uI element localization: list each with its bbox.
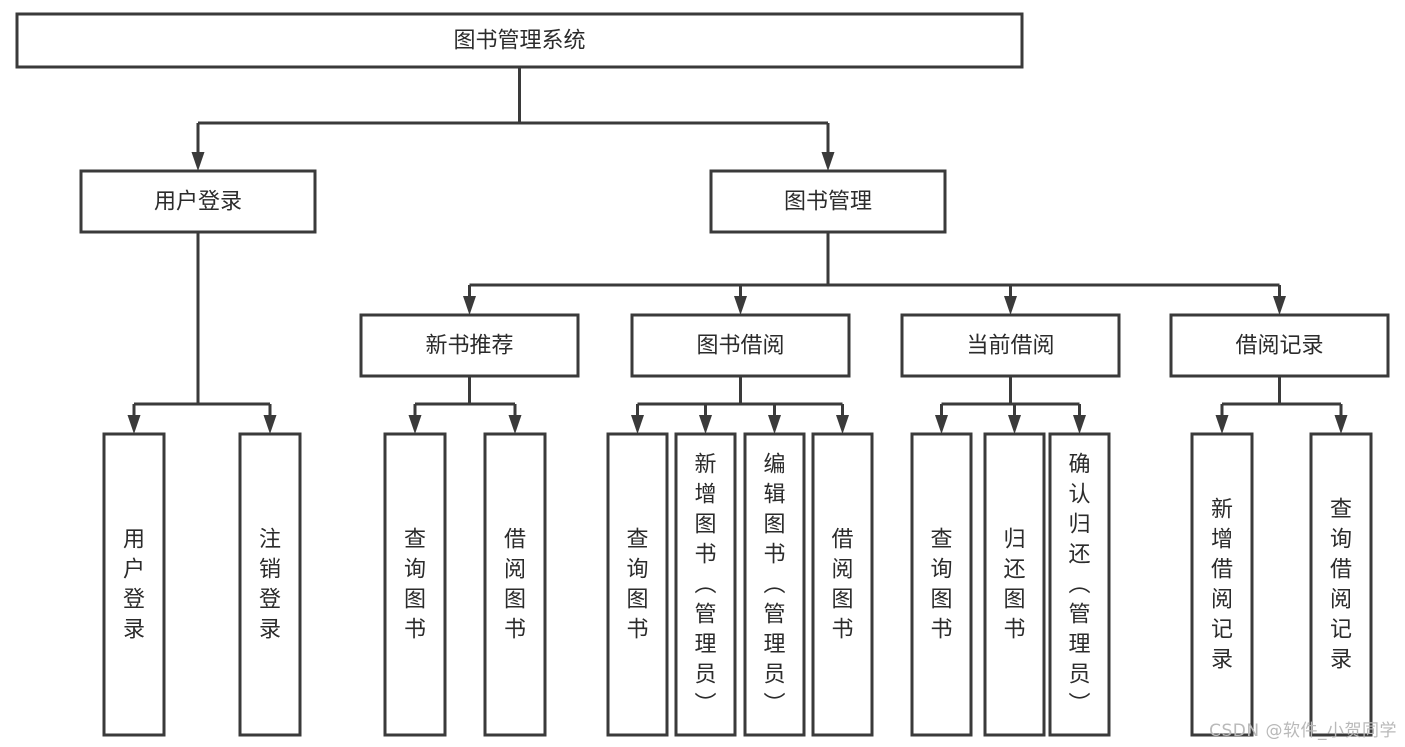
node-label-leaf-nb-query: 查询图书 bbox=[404, 528, 426, 643]
node-label-leaf-user-logout: 注销登录 bbox=[259, 528, 281, 643]
node-login[interactable]: 用户登录 bbox=[79, 169, 317, 234]
node-box-root bbox=[15, 12, 1024, 69]
node-box-leaf-cb-query bbox=[910, 432, 973, 737]
node-box-current bbox=[900, 313, 1121, 378]
node-leaf-rec-query[interactable]: 查询借阅记录 bbox=[1309, 432, 1373, 737]
node-leaf-nb-borrow[interactable]: 借阅图书 bbox=[483, 432, 547, 737]
node-box-bookmgmt bbox=[709, 169, 947, 234]
node-records[interactable]: 借阅记录 bbox=[1169, 313, 1390, 378]
node-box-leaf-cb-return bbox=[983, 432, 1046, 737]
node-label-leaf-bb-edit: 编辑图书︵管理员︶ bbox=[763, 453, 785, 718]
node-label-bookmgmt: 图书管理 bbox=[784, 190, 872, 215]
node-newbook[interactable]: 新书推荐 bbox=[359, 313, 580, 378]
connector-group-login bbox=[127, 232, 277, 434]
node-box-leaf-bb-add bbox=[674, 432, 737, 737]
node-root[interactable]: 图书管理系统 bbox=[15, 12, 1024, 69]
node-label-login: 用户登录 bbox=[154, 190, 242, 215]
node-label-leaf-bb-query: 查询图书 bbox=[626, 528, 648, 643]
node-leaf-nb-query[interactable]: 查询图书 bbox=[383, 432, 447, 737]
node-label-borrow: 图书借阅 bbox=[696, 334, 784, 359]
connector-group-current bbox=[935, 376, 1086, 434]
node-leaf-bb-edit[interactable]: 编辑图书︵管理员︶ bbox=[743, 432, 806, 737]
node-label-leaf-cb-query: 查询图书 bbox=[930, 528, 952, 643]
node-borrow[interactable]: 图书借阅 bbox=[630, 313, 851, 378]
node-leaf-user-logout[interactable]: 注销登录 bbox=[238, 432, 302, 737]
connector-layer bbox=[127, 67, 1348, 434]
node-box-login bbox=[79, 169, 317, 234]
node-label-leaf-user-login: 用户登录 bbox=[123, 528, 145, 643]
node-label-newbook: 新书推荐 bbox=[425, 334, 513, 359]
connector-group-borrow bbox=[631, 376, 849, 434]
node-box-leaf-nb-borrow bbox=[483, 432, 547, 737]
node-label-current: 当前借阅 bbox=[966, 334, 1054, 359]
node-label-leaf-cb-return: 归还图书 bbox=[1003, 528, 1025, 643]
node-box-leaf-bb-borrow bbox=[811, 432, 874, 737]
node-leaf-bb-add[interactable]: 新增图书︵管理员︶ bbox=[674, 432, 737, 737]
connector-group-bookmgmt bbox=[463, 232, 1286, 315]
node-label-root: 图书管理系统 bbox=[453, 29, 585, 54]
node-box-newbook bbox=[359, 313, 580, 378]
node-box-leaf-nb-query bbox=[383, 432, 447, 737]
node-current[interactable]: 当前借阅 bbox=[900, 313, 1121, 378]
node-layer: 图书管理系统用户登录图书管理新书推荐图书借阅当前借阅借阅记录用户登录注销登录查询… bbox=[15, 12, 1390, 737]
node-box-leaf-user-login bbox=[102, 432, 166, 737]
connector-group-records bbox=[1215, 376, 1348, 434]
node-label-leaf-nb-borrow: 借阅图书 bbox=[504, 528, 526, 643]
node-box-leaf-bb-query bbox=[606, 432, 669, 737]
node-box-leaf-bb-edit bbox=[743, 432, 806, 737]
node-leaf-rec-add[interactable]: 新增借阅记录 bbox=[1190, 432, 1254, 737]
node-label-leaf-cb-confirm: 确认归还︵管理员︶ bbox=[1068, 453, 1090, 718]
node-leaf-bb-borrow[interactable]: 借阅图书 bbox=[811, 432, 874, 737]
node-leaf-cb-return[interactable]: 归还图书 bbox=[983, 432, 1046, 737]
node-leaf-cb-query[interactable]: 查询图书 bbox=[910, 432, 973, 737]
node-label-leaf-rec-add: 新增借阅记录 bbox=[1211, 498, 1233, 673]
node-leaf-bb-query[interactable]: 查询图书 bbox=[606, 432, 669, 737]
node-leaf-user-login[interactable]: 用户登录 bbox=[102, 432, 166, 737]
connector-group-newbook bbox=[408, 376, 522, 434]
node-label-records: 借阅记录 bbox=[1235, 334, 1323, 359]
node-box-leaf-rec-add bbox=[1190, 432, 1254, 737]
node-box-leaf-user-logout bbox=[238, 432, 302, 737]
node-leaf-cb-confirm[interactable]: 确认归还︵管理员︶ bbox=[1048, 432, 1111, 737]
node-label-leaf-bb-borrow: 借阅图书 bbox=[831, 528, 853, 643]
node-bookmgmt[interactable]: 图书管理 bbox=[709, 169, 947, 234]
node-box-borrow bbox=[630, 313, 851, 378]
node-box-records bbox=[1169, 313, 1390, 378]
node-box-leaf-rec-query bbox=[1309, 432, 1373, 737]
node-label-leaf-rec-query: 查询借阅记录 bbox=[1330, 498, 1352, 673]
node-label-leaf-bb-add: 新增图书︵管理员︶ bbox=[694, 453, 716, 718]
node-box-leaf-cb-confirm bbox=[1048, 432, 1111, 737]
connector-group-root bbox=[191, 67, 835, 171]
